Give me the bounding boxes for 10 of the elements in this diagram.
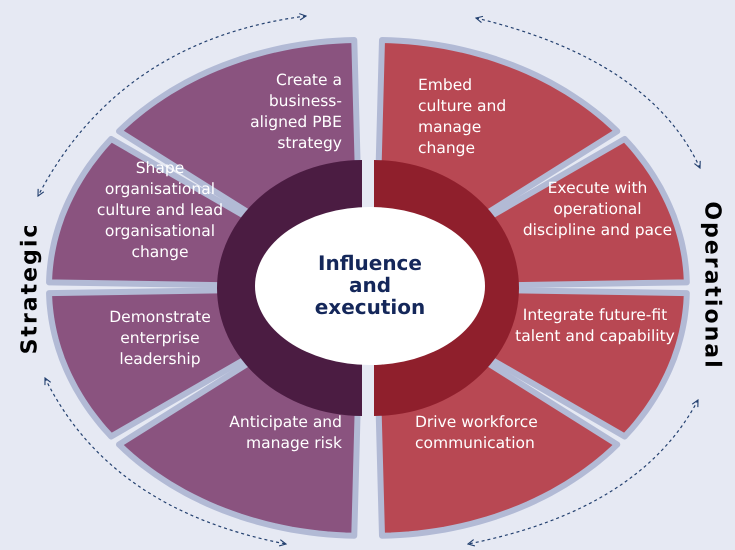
segment-label: Demonstrate enterprise leadership xyxy=(108,306,212,370)
segment-label: Anticipate and manage risk xyxy=(228,412,342,454)
segment-label: Drive workforce communication xyxy=(414,412,539,454)
segment-label: Embed culture and manage change xyxy=(418,74,508,159)
side-label: Operational xyxy=(700,200,725,370)
side-label: Strategic xyxy=(17,222,42,354)
segment-label: Integrate future-fit talent and capability xyxy=(514,304,676,347)
center-title: Influence and execution xyxy=(314,252,426,318)
segment-label: Create a business-aligned PBE strategy xyxy=(249,70,342,154)
segment-label: Execute with operational discipline and pace xyxy=(522,178,674,241)
